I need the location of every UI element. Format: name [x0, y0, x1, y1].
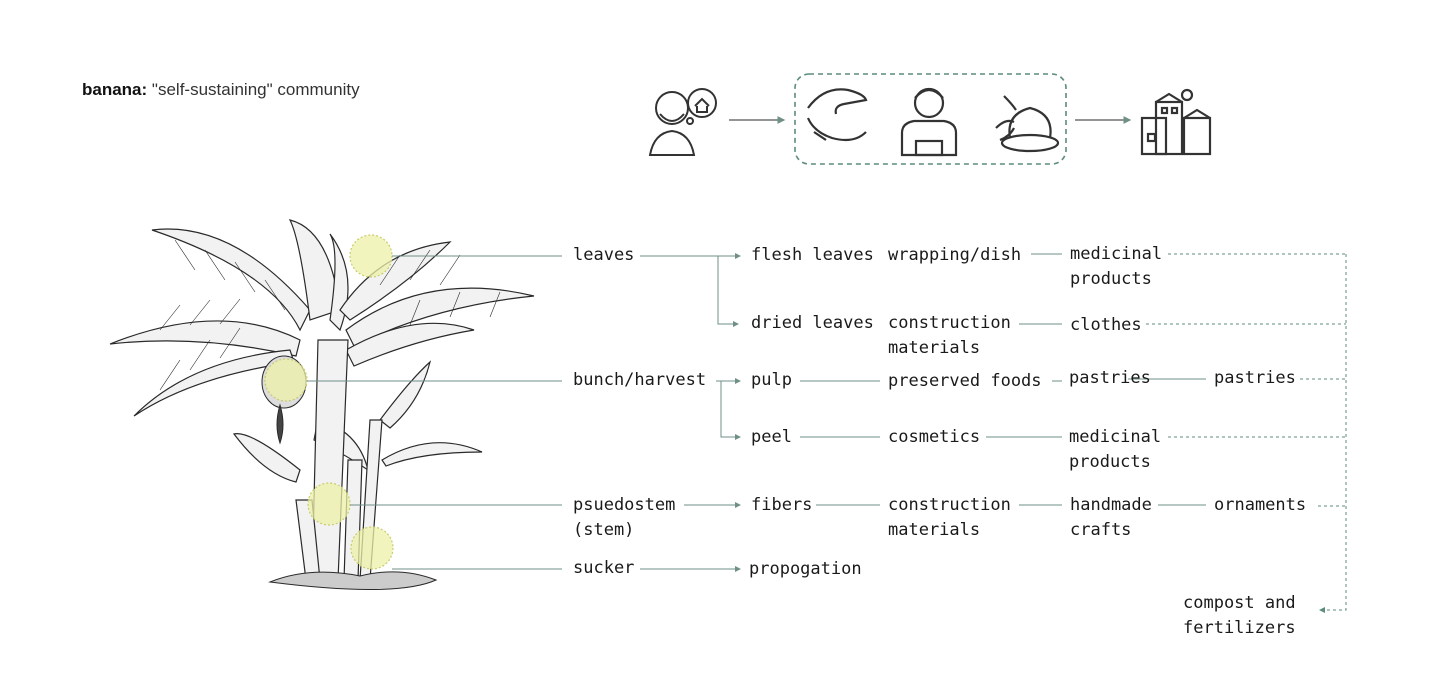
product-flesh-leaves: flesh leaves: [751, 245, 874, 265]
use-wrapping-dish: wrapping/dish: [888, 245, 1022, 265]
diagram-title: banana: "self-sustaining" community: [82, 80, 360, 100]
pottery-hands-icon: [995, 95, 1060, 153]
community-group-box: [794, 73, 1067, 165]
helping-hands-icon: [806, 88, 868, 142]
product-propogation: propogation: [749, 559, 862, 579]
output-clothes: clothes: [1070, 315, 1142, 335]
part-pseudostem: psuedostem (stem): [573, 495, 676, 540]
thinking-person-home-icon: [648, 88, 717, 156]
community-houses-icon: [1140, 88, 1212, 156]
final-ornaments: ornaments: [1214, 495, 1307, 515]
use-construction-materials-fibers: construction materials: [888, 495, 1011, 540]
worker-icon: [900, 87, 958, 157]
use-preserved-foods: preserved foods: [888, 371, 1042, 391]
title-rest: "self-sustaining" community: [151, 80, 360, 99]
final-compost-fertilizers: compost and fertilizers: [1183, 593, 1296, 638]
compost-return-lines: [1146, 253, 1347, 613]
banana-plant-illustration: [109, 219, 535, 590]
output-pastries-1: pastries: [1069, 368, 1151, 388]
product-dried-leaves: dried leaves: [751, 313, 874, 333]
plant-to-part-lines: [307, 255, 562, 570]
product-peel: peel: [751, 427, 792, 447]
title-bold: banana:: [82, 80, 148, 99]
chain-lines: [800, 253, 1206, 506]
use-construction-materials-leaves: construction materials: [888, 313, 1011, 358]
part-bunch-harvest: bunch/harvest: [573, 370, 707, 390]
output-medicinal-products-1: medicinal products: [1070, 244, 1163, 289]
product-pulp: pulp: [751, 370, 792, 390]
output-medicinal-products-2: medicinal products: [1069, 427, 1162, 472]
output-handmade-crafts: handmade crafts: [1070, 495, 1152, 540]
part-to-product-lines: [640, 253, 741, 572]
part-sucker: sucker: [573, 558, 635, 578]
final-pastries-2: pastries: [1214, 368, 1296, 388]
use-cosmetics: cosmetics: [888, 427, 981, 447]
product-fibers: fibers: [751, 495, 813, 515]
part-leaves: leaves: [573, 245, 635, 265]
